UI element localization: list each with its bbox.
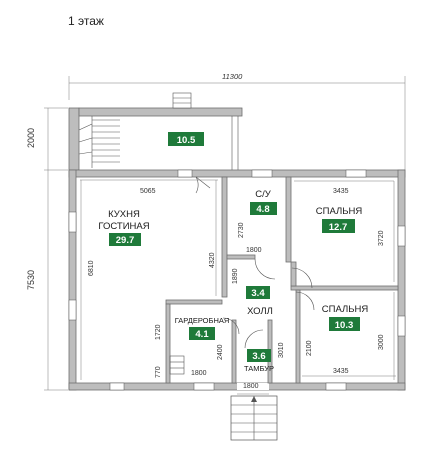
entrance-arrow-icon [251,396,257,402]
bedroom2-west-partition [295,289,301,384]
dim-kitchen-width: 5065 [140,188,156,195]
bedroom2-area: 10.3 [335,320,354,331]
vestibule-west-partition [231,319,237,384]
bedroom1-name: СПАЛЬНЯ [316,206,363,217]
bedrooms-partition [290,285,399,291]
dim-entrance-width: 1800 [243,383,259,390]
bathroom-east-partition [285,176,292,263]
bedroom1-area-badge [322,219,355,233]
entrance-porch: 1800 [230,383,278,441]
dim-bathroom-height: 2730 [238,222,245,238]
hall-east-partition [290,261,297,287]
dim-hall-width: 2100 [306,340,313,356]
hall-area: 3.4 [251,288,265,299]
kitchen-area-badge [109,233,141,246]
dim-hall-height: 1890 [232,268,239,284]
room-wardrobe: ГАРДЕРОБНАЯ 4.1 [175,316,230,340]
dim-kitchen-partition: 4320 [209,252,216,268]
dim-bedroom1-depth: 3720 [378,230,385,246]
dim-terrace-depth-label: 2000 [26,128,36,148]
dimension-house-depth: 7530 [26,169,68,391]
dim-small-770: 770 [155,366,162,378]
house-walls [68,169,406,391]
wardrobe-west-partition [165,303,171,384]
terrace-top-window [172,92,192,109]
dim-kitchen-depth: 6810 [88,260,95,276]
bathroom-name: С/У [255,189,272,200]
wardrobe-north-partition [165,299,223,305]
doors [195,176,315,349]
dimension-total-width: 11300 [68,72,406,170]
hall-area-badge [246,286,270,299]
terrace-area: 10.5 [177,135,196,146]
bathroom-area: 4.8 [256,204,269,215]
vestibule-area-badge [247,349,271,362]
wardrobe-shelf [169,355,185,375]
wardrobe-area-badge [189,327,215,340]
room-bedroom-1: СПАЛЬНЯ 12.7 [316,206,363,233]
bathroom-south-partition [226,254,256,260]
room-kitchen: КУХНЯ ГОСТИНАЯ 29.7 [98,209,150,246]
dim-wardrobe-height: 1720 [155,324,162,340]
dim-bathroom-width: 1800 [246,247,262,254]
dimension-terrace-depth: 2000 [26,107,68,170]
bedroom2-name: СПАЛЬНЯ [322,304,369,315]
dim-vestibule-height: 3010 [278,342,285,358]
room-vestibule: 3.6 ТАМБУР [244,349,274,373]
terrace-left-wall [68,107,80,171]
dim-bedroom2-depth: 3000 [378,334,385,350]
floor-title: 1 этаж [68,14,104,28]
hall-name: ХОЛЛ [247,306,273,317]
vestibule-name: ТАМБУР [244,364,274,373]
kitchen-area: 29.7 [116,235,135,246]
dim-wardrobe-width: 1800 [191,370,207,377]
bathroom-area-badge [250,202,277,215]
wardrobe-area: 4.1 [195,329,209,340]
dim-bedroom2-width: 3435 [333,368,349,375]
room-hall: 3.4 ХОЛЛ [246,286,273,317]
wardrobe-name: ГАРДЕРОБНАЯ [175,316,230,325]
room-bedroom-2: СПАЛЬНЯ 10.3 [322,304,369,331]
dim-bedroom1-width: 3435 [333,188,349,195]
interior-dimensions: 5065 6810 4320 3435 3720 2730 1800 1890 … [80,179,396,380]
kitchen-name-line1: КУХНЯ [108,209,140,220]
west-wall [68,169,77,391]
bedroom1-area: 12.7 [329,222,348,233]
kitchen-east-partition [221,176,228,298]
terrace-area-badge [168,132,204,146]
staircase [78,116,120,168]
terrace: 10.5 [68,92,243,171]
terrace-top-wall [78,107,243,117]
vestibule-area: 3.6 [252,351,265,362]
bedroom2-area-badge [329,317,360,331]
dim-total-width-label: 11300 [222,72,243,81]
dim-house-depth-label: 7530 [26,270,36,290]
east-wall [397,169,406,391]
dim-wardrobe-height2: 2400 [217,344,224,360]
kitchen-name-line2: ГОСТИНАЯ [98,221,149,232]
room-bathroom: С/У 4.8 [250,189,277,215]
